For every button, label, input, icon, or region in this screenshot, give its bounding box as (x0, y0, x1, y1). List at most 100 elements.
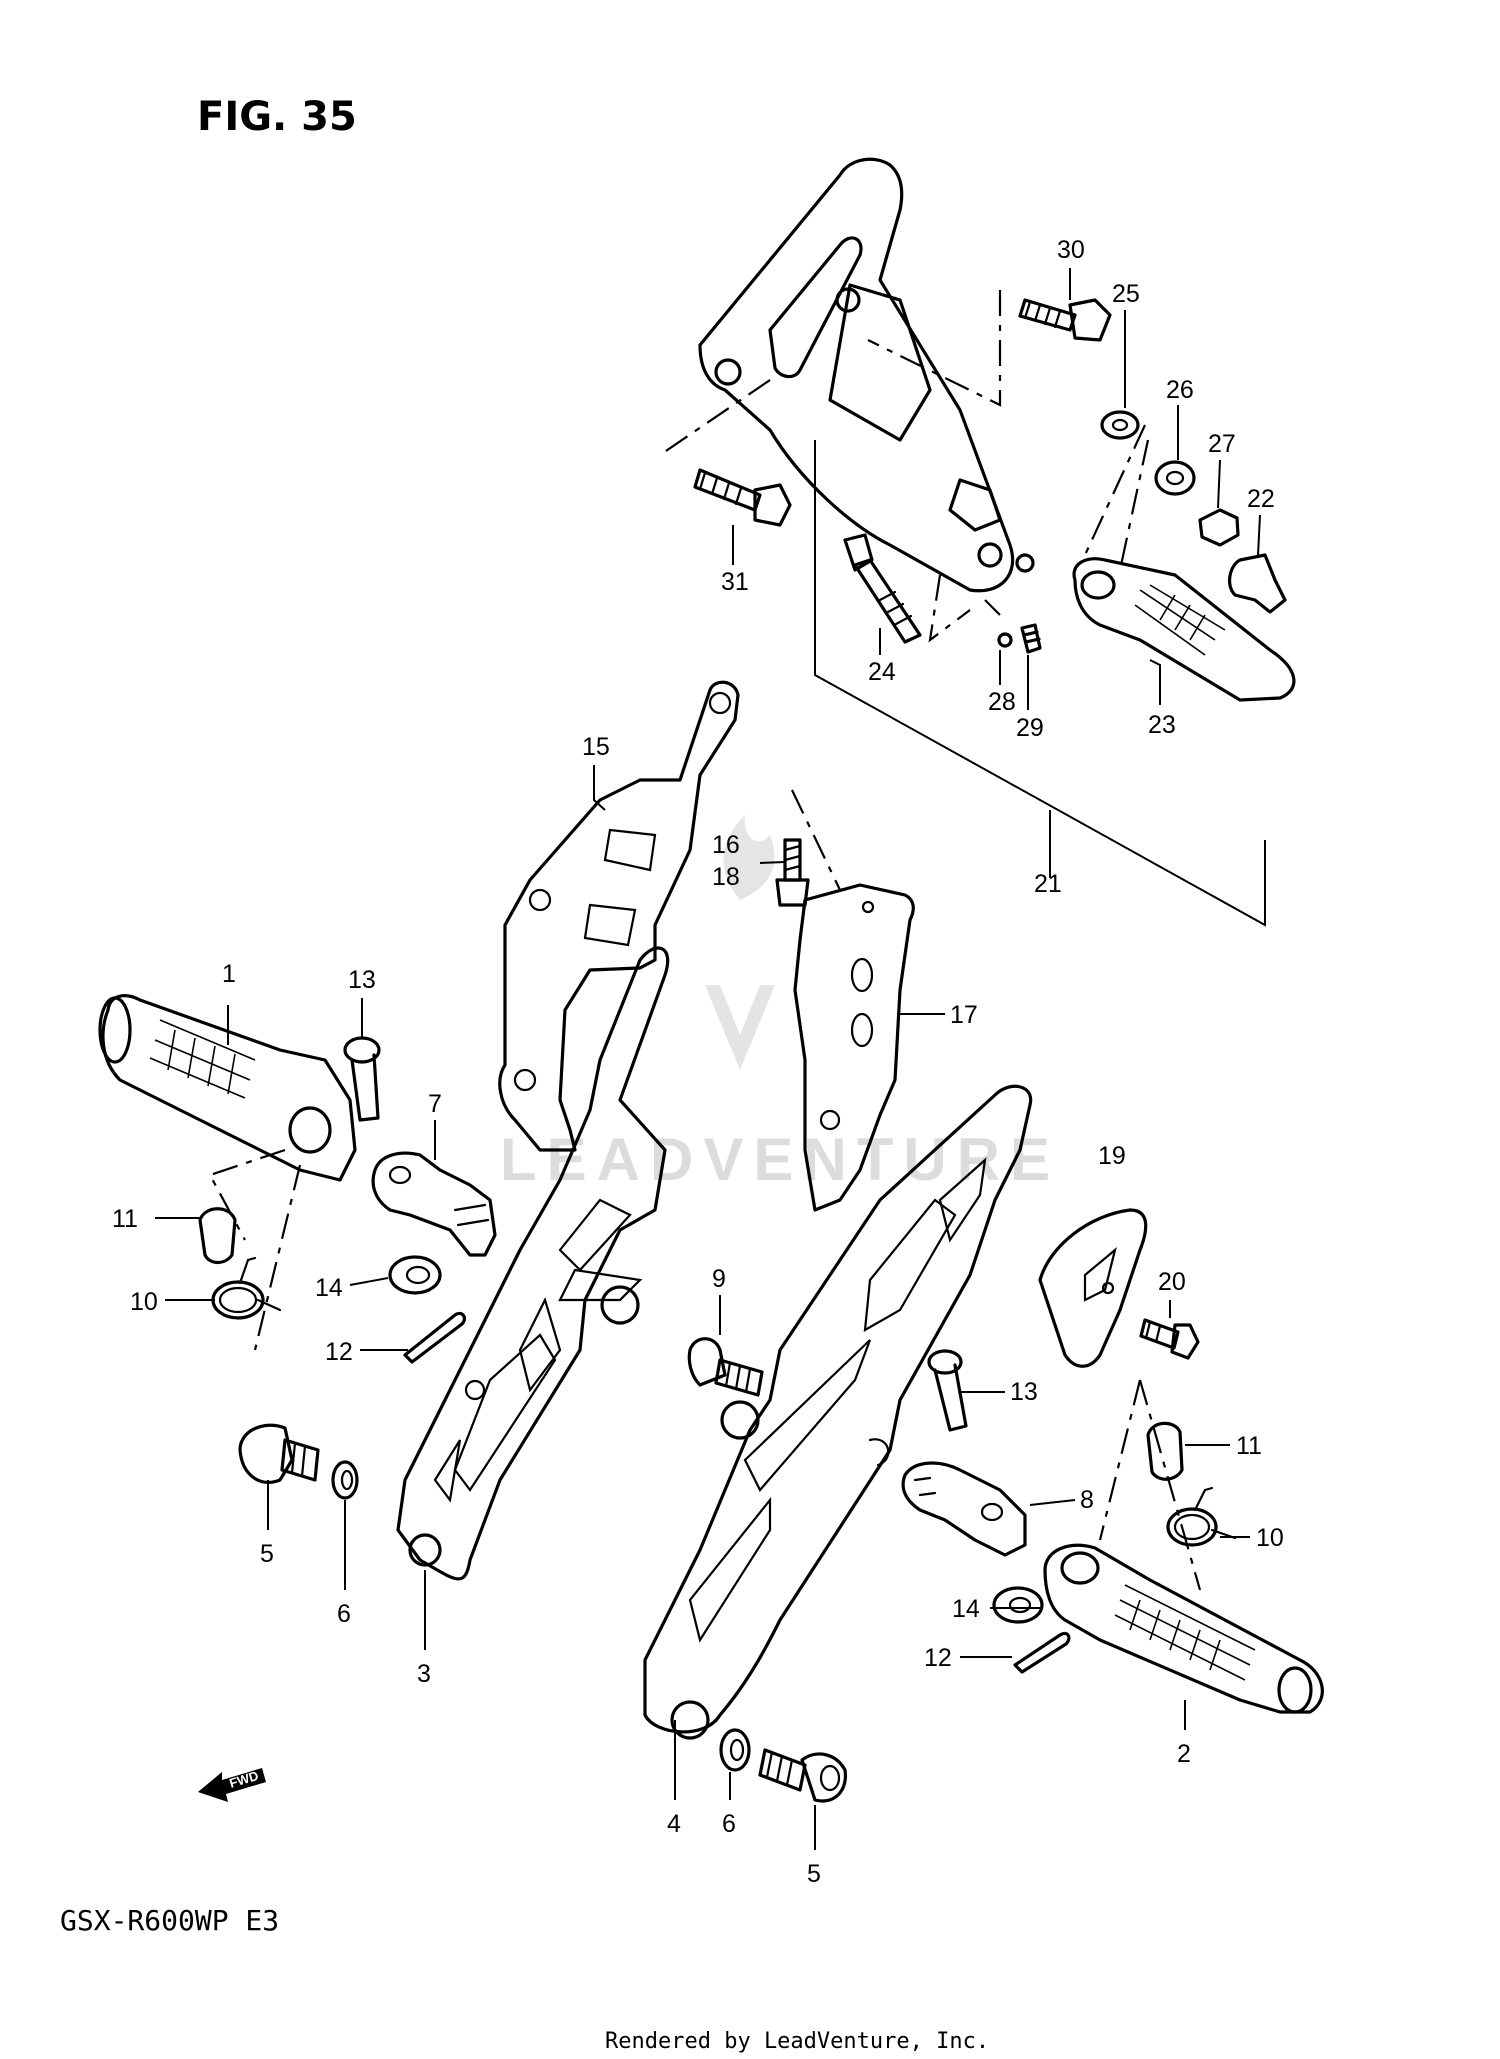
callout-4: 4 (667, 1810, 681, 1838)
part-24-bolt (843, 533, 922, 644)
callout-10-right: 10 (1256, 1524, 1284, 1552)
assembly-line-16 (791, 789, 841, 891)
part-6-washer-left-hole (340, 1469, 354, 1491)
part-30-bolt (1018, 298, 1112, 342)
assembly-line-24 (928, 574, 971, 643)
part-1-footrest-left (98, 994, 357, 1182)
part-28-ball (997, 632, 1013, 648)
part-13-pin-right (927, 1349, 968, 1432)
part-17-guard (793, 883, 915, 1212)
part-26-washer-hole (1165, 470, 1185, 486)
callout-17: 17 (950, 1001, 978, 1029)
figure-title: FIG. 35 (197, 94, 357, 140)
callout-19: 19 (1098, 1142, 1126, 1170)
callout-25: 25 (1112, 280, 1140, 308)
callout-26: 26 (1166, 376, 1194, 404)
part-22-cap (1227, 553, 1287, 614)
part-10-spring-left (211, 1256, 282, 1320)
part-23-footrest (1072, 557, 1296, 702)
part-20-bolt (1139, 1318, 1200, 1360)
callout-14-right: 14 (952, 1595, 980, 1623)
leader-lines (155, 268, 1261, 1850)
assembly-line-11-right (1098, 1379, 1142, 1541)
footer-credit: Rendered by LeadVenture, Inc. (605, 2029, 989, 2054)
assembly-line-30 (867, 290, 1002, 407)
part-12-cotter-right (1013, 1631, 1071, 1674)
part-5-bolt-left (238, 1423, 320, 1484)
part-12-cotter-left (403, 1311, 467, 1364)
part-6-washer-left (331, 1460, 359, 1500)
group-21-lines (814, 440, 1266, 927)
part-29-spring (1020, 623, 1042, 654)
assembly-line-10-left (253, 1164, 302, 1351)
part-7-pivot (371, 1151, 497, 1257)
assembly-line-31 (659, 379, 771, 456)
part-14-washer-right (992, 1586, 1044, 1624)
part-6-washer-right (719, 1728, 751, 1772)
callout-31: 31 (721, 568, 749, 596)
callout-2: 2 (1177, 1740, 1191, 1768)
watermark: LEADVENTURE (500, 815, 1060, 1193)
callout-30: 30 (1057, 236, 1085, 264)
assembly-line-26 (1118, 439, 1150, 571)
callout-21: 21 (1034, 870, 1062, 898)
callout-3: 3 (417, 1660, 431, 1688)
callout-13-left: 13 (348, 966, 376, 994)
callout-23: 23 (1148, 711, 1176, 739)
fwd-arrow-icon: FWD (198, 1768, 266, 1802)
watermark-text: LEADVENTURE (500, 1126, 1060, 1193)
callout-14-left: 14 (315, 1274, 343, 1302)
callout-15: 15 (582, 733, 610, 761)
callout-11-right: 11 (1236, 1432, 1262, 1460)
part-8-pivot (901, 1461, 1027, 1557)
part-11-collar-right (1146, 1421, 1184, 1481)
part-21-bracket-assembly (698, 157, 1035, 593)
part-25-washer (1100, 410, 1140, 440)
assembly-line-11-left (208, 1148, 286, 1241)
part-26-washer (1154, 460, 1196, 496)
part-15-plate (498, 680, 740, 1152)
part-2-footrest-right (1043, 1543, 1324, 1714)
part-5-bolt-right (758, 1748, 847, 1803)
callout-5-left: 5 (260, 1540, 274, 1568)
callout-16: 16 (712, 831, 740, 859)
callout-20: 20 (1158, 1268, 1186, 1296)
callout-6-left: 6 (337, 1600, 351, 1628)
callout-1: 1 (222, 960, 236, 988)
callout-18: 18 (712, 863, 740, 891)
part-19-plate (1038, 1208, 1148, 1368)
part-4-bracket-right (643, 1084, 1033, 1740)
callout-28: 28 (988, 688, 1016, 716)
callout-13-right: 13 (1010, 1378, 1038, 1406)
callout-8: 8 (1080, 1486, 1094, 1514)
callout-5-right: 5 (807, 1860, 821, 1888)
callout-12-left: 12 (325, 1338, 353, 1366)
callout-24: 24 (868, 658, 896, 686)
assembly-line-25 (1084, 424, 1146, 556)
assembly-line-10-right (1138, 1379, 1202, 1591)
model-code: GSX-R600WP E3 (60, 1904, 279, 1937)
callout-9: 9 (712, 1265, 726, 1293)
callout-6-right: 6 (722, 1810, 736, 1838)
part-14-washer-left (388, 1255, 442, 1295)
part-14-washer-right-hole (1008, 1596, 1032, 1614)
callout-27: 27 (1208, 430, 1236, 458)
part-6-washer-right-hole (729, 1738, 745, 1762)
part-9-bolt (687, 1337, 764, 1397)
callout-22: 22 (1247, 485, 1275, 513)
callout-numbers: 30 25 26 27 22 23 31 24 28 29 21 15 16 1… (112, 236, 1284, 1888)
part-3-bracket-left (396, 946, 670, 1581)
part-10-spring-right (1166, 1486, 1237, 1547)
part-14-washer-left-hole (405, 1265, 431, 1285)
part-27-nut (1198, 508, 1240, 547)
callout-7: 7 (428, 1090, 442, 1118)
callout-29: 29 (1016, 714, 1044, 742)
part-31-bolt (693, 468, 792, 527)
callout-11-left: 11 (112, 1205, 138, 1233)
callout-12-right: 12 (924, 1644, 952, 1672)
part-11-collar-left (198, 1207, 237, 1265)
part-25-washer-hole (1111, 418, 1129, 432)
part-16-18-bolt (775, 838, 810, 907)
assembly-line-28 (984, 599, 1001, 616)
